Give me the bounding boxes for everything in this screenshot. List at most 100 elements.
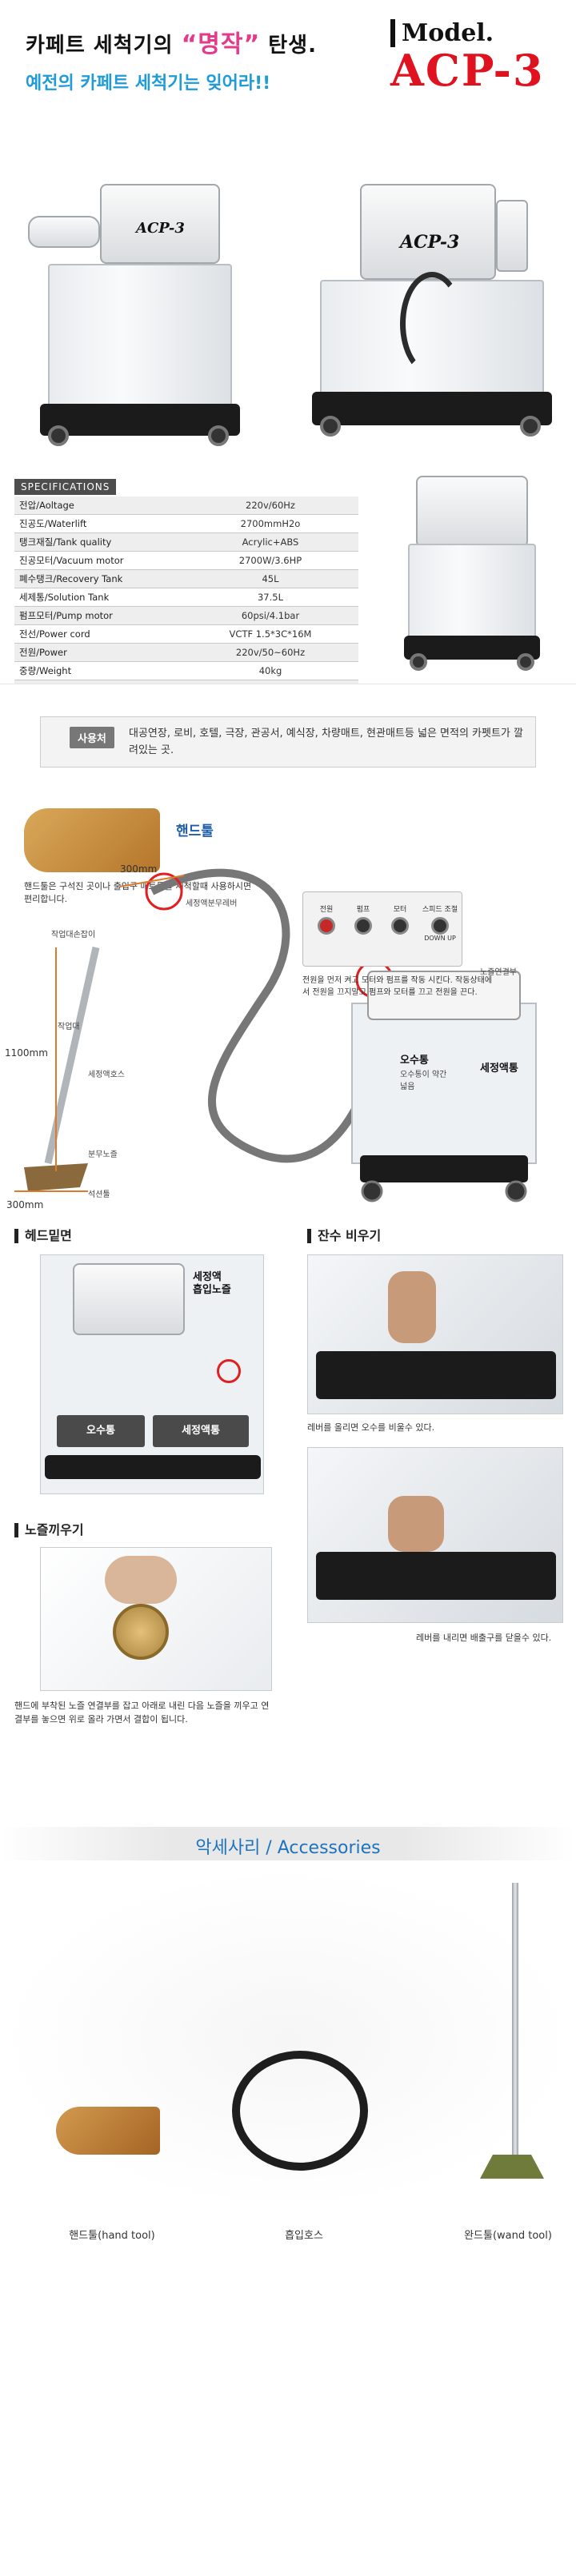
knob-motor: 모터	[386, 903, 414, 935]
spec-key: 탱크재질/Tank quality	[14, 532, 182, 552]
headline-pre: 카페트 세척기의	[26, 34, 174, 58]
ann-recovery-sub: 오수통이 약간넓음	[400, 1071, 447, 1091]
spec-machine-photo	[384, 468, 560, 684]
section-head-bottom: 헤드밑면	[14, 1229, 72, 1243]
spec-value: 2700W/3.6HP	[182, 551, 358, 570]
wheel	[48, 425, 69, 446]
spec-value: 60psi/4.1bar	[182, 606, 358, 625]
spec-value: Acrylic+ABS	[182, 532, 358, 552]
spec-value: 2700mmH2o	[182, 514, 358, 533]
spec-key: 펌프모터/Pump motor	[14, 606, 182, 625]
drain-photo-close	[307, 1447, 563, 1623]
accessories-band	[0, 1827, 576, 1860]
hand-tool-image	[56, 2107, 160, 2155]
motor-switch-icon	[391, 917, 409, 935]
machine-photo-front: ACP-3	[304, 160, 560, 456]
suction-nozzle-label: 세정액 흡입노즐	[193, 1271, 231, 1296]
spec-key: 전선/Power cord	[14, 624, 182, 644]
headline: 카페트 세척기의 “명작” 탄생.	[26, 24, 576, 59]
motor-housing	[416, 476, 528, 548]
usage-text: 대공연장, 로비, 호텔, 극장, 관공서, 예식장, 차량매트, 현관매트등 …	[129, 728, 523, 756]
pump-switch-icon	[354, 917, 372, 935]
accessories-stage	[0, 1867, 576, 2211]
spec-key: 폐수탱크/Recovery Tank	[14, 569, 182, 588]
spec-title: SPECIFICATIONS	[14, 479, 117, 495]
spec-value: 220v/50~60Hz	[182, 643, 358, 662]
section-nozzle: 노즐끼우기	[14, 1523, 84, 1537]
wand-hose-illustration	[14, 868, 537, 1202]
ann-suction-head: 석션툴	[88, 1190, 110, 1199]
dim-bottom-width: 300mm	[6, 1199, 44, 1210]
hand-lever-up	[388, 1271, 436, 1343]
panel-desc: 전원을 먼저 켜고 모터와 펌프를 작동 시킨다. 작동상태에서 전원을 끄지말…	[302, 976, 493, 997]
ann-solution-hose: 세정액호스	[88, 1071, 125, 1079]
dim-top-width: 300mm	[120, 863, 158, 875]
spec-key: 진공모터/Vacuum motor	[14, 551, 182, 570]
ann-nozzle: 분무노즐	[88, 1150, 118, 1159]
wheel	[520, 416, 541, 437]
machine-base	[404, 636, 540, 660]
drain-caption-close: 레버를 내리면 배출구를 닫을수 있다.	[416, 1633, 552, 1643]
clear-tank	[408, 544, 536, 640]
model-name: ACP-3	[390, 45, 545, 96]
product-photos: ACP-3 ACP-3	[0, 152, 576, 468]
dim-height: 1100mm	[5, 1047, 48, 1059]
drain-base	[316, 1351, 556, 1399]
drain-photo-open	[307, 1254, 563, 1414]
header: 카페트 세척기의 “명작” 탄생. 예전의 카페트 세척기는 잊어라!! Mod…	[0, 0, 576, 152]
internal-hose	[400, 272, 464, 376]
spec-value: VCTF 1.5*3C*16M	[182, 624, 358, 644]
accessory-caption: 흡입호스	[285, 2230, 323, 2242]
spec-key: 전압/Aoltage	[14, 496, 182, 515]
usage-section: 사용처 대공연장, 로비, 호텔, 극장, 관공서, 예식장, 차량매트, 현관…	[0, 684, 576, 788]
subheadline: 예전의 카페트 세척기는 잊어라!!	[26, 74, 271, 94]
machine-base	[312, 392, 552, 425]
spec-value: 40kg	[182, 661, 358, 680]
wand-tool-head	[480, 2155, 544, 2179]
label-recovery-tank: 오수통	[57, 1415, 145, 1447]
ann-solution-tank: 세정액통	[480, 1063, 518, 1075]
exhaust-pipe	[496, 200, 528, 272]
spec-value: 37.5L	[182, 588, 358, 607]
ann-spray-lever: 세정액분무레버	[186, 899, 238, 908]
wand-tool-shaft	[512, 1883, 518, 2163]
usage-box: 사용처 대공연장, 로비, 호텔, 극장, 관공서, 예식장, 차량매트, 현관…	[40, 716, 536, 768]
wheel	[410, 653, 427, 671]
machine-brand-label: ACP-3	[400, 232, 460, 253]
spec-key: 전원/Power	[14, 643, 182, 662]
model-label: Model.	[390, 19, 558, 47]
drain-caption-open: 레버를 올리면 오수를 비울수 있다.	[307, 1422, 435, 1433]
nozzle-caption: 핸드에 부착된 노즐 연결부를 잡고 아래로 내린 다음 노즐을 끼우고 연결부…	[14, 1701, 270, 1725]
section-drain: 잔수 비우기	[307, 1229, 381, 1243]
suction-hose-image	[232, 2051, 368, 2171]
knob-speed: 스피드 조절 DOWN UP	[422, 906, 458, 942]
wand-holder	[28, 216, 100, 248]
speed-dial-icon	[431, 917, 449, 935]
hand-tool-title: 핸드툴	[176, 823, 214, 839]
usage-diagram: 핸드툴 핸드툴은 구석진 곳이나 출입구 매트등을 세척할때 사용하시면 편리합…	[0, 788, 576, 1219]
nozzle-highlight	[217, 1359, 241, 1383]
machine-base	[40, 404, 240, 436]
details-section: 헤드밑면 세정액 흡입노즐 오수통 세정액통 잔수 비우기 레버를 올리면 오수…	[0, 1219, 576, 1827]
spec-key: 폐수호스/Recovery hose	[14, 680, 182, 684]
model-box: Model. ACP-3	[390, 19, 558, 92]
spec-key: 중량/Weight	[14, 661, 182, 680]
accessory-caption: 완드툴(wand tool)	[464, 2230, 552, 2242]
control-panel: 전원 펌프 모터 스피드 조절 DOWN UP	[302, 891, 462, 967]
headline-highlight: “명작”	[181, 30, 261, 58]
ann-wand: 작업대	[58, 1023, 80, 1031]
motor-housing	[73, 1263, 185, 1335]
hand-tool-image	[24, 808, 160, 872]
wheel	[208, 425, 229, 446]
spec-value: 우레탄38Ø5m	[182, 680, 358, 684]
accessories-title: 악세사리 / Accessories	[195, 1838, 381, 1858]
knob-pump: 펌프	[350, 903, 377, 935]
